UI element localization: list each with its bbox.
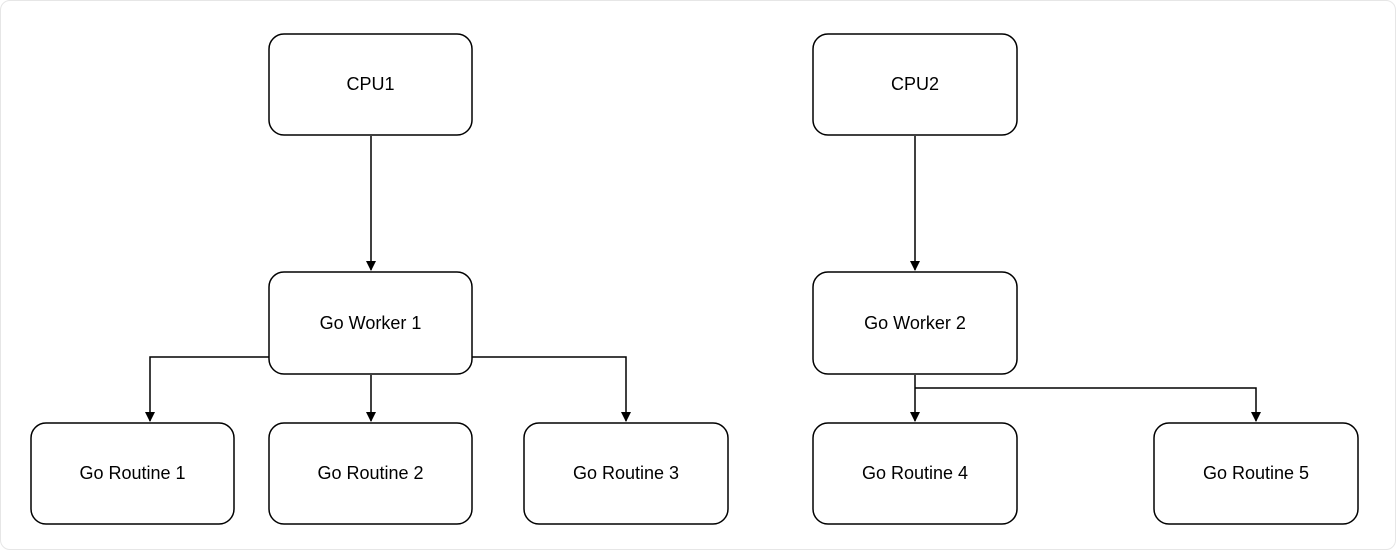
node-cpu2[interactable]: CPU2 [812, 33, 1018, 136]
node-worker2[interactable]: Go Worker 2 [812, 271, 1018, 375]
edge-worker1-routine3 [472, 356, 631, 422]
node-routine1[interactable]: Go Routine 1 [30, 422, 235, 525]
node-routine2[interactable]: Go Routine 2 [268, 422, 473, 525]
node-cpu2-label: CPU2 [891, 74, 939, 94]
node-cpu1[interactable]: CPU1 [268, 33, 473, 136]
node-routine2-label: Go Routine 2 [317, 463, 423, 483]
node-routine4-label: Go Routine 4 [862, 463, 968, 483]
node-routine1-label: Go Routine 1 [79, 463, 185, 483]
node-routine3[interactable]: Go Routine 3 [523, 422, 729, 525]
edge-worker2-routine5 [915, 387, 1261, 422]
node-worker2-label: Go Worker 2 [864, 313, 966, 333]
node-worker1-label: Go Worker 1 [320, 313, 422, 333]
edge-worker1-routine1 [145, 356, 269, 422]
node-routine5-label: Go Routine 5 [1203, 463, 1309, 483]
node-cpu1-label: CPU1 [346, 74, 394, 94]
node-routine3-label: Go Routine 3 [573, 463, 679, 483]
node-routine5[interactable]: Go Routine 5 [1153, 422, 1359, 525]
node-routine4[interactable]: Go Routine 4 [812, 422, 1018, 525]
node-worker1[interactable]: Go Worker 1 [268, 271, 473, 375]
